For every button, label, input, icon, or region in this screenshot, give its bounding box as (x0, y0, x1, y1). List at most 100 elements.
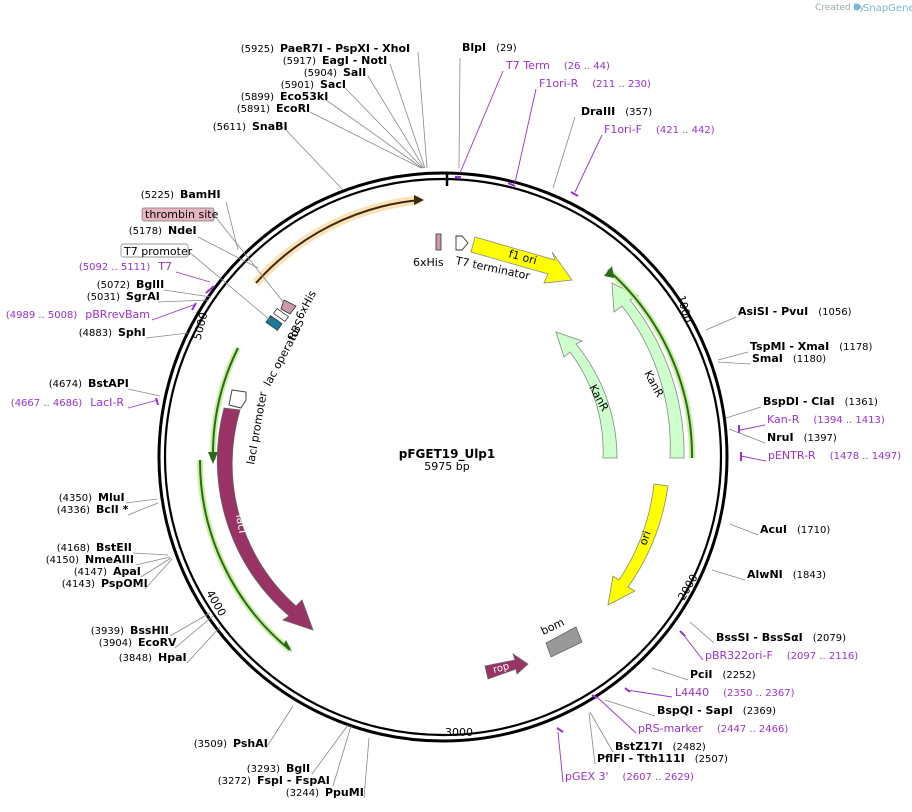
enzyme-site[interactable]: (4883)SphI (79, 326, 146, 339)
enzyme-site[interactable]: (5925)PaeR7I - PspXI - XhoI (241, 42, 410, 55)
enzyme-position: (3848) (119, 653, 152, 664)
enzyme-site[interactable]: (4150)NmeAIII (46, 553, 134, 566)
enzyme-name: NruI (767, 431, 794, 444)
enzyme-site[interactable]: BspDI - ClaI(1361) (763, 395, 878, 408)
enzyme-site[interactable]: (5225)BamHI (141, 188, 221, 201)
enzyme-site[interactable]: BstZ17I(2482) (615, 740, 706, 753)
enzyme-site[interactable]: (5031)SgrAI (87, 290, 160, 303)
enzyme-position: (2252) (722, 670, 755, 681)
enzyme-name: BglI (286, 762, 310, 775)
primer-site[interactable]: pBR322ori-F(2097 .. 2116) (705, 649, 858, 662)
primer-site[interactable]: LacI-R(4667 .. 4686) (11, 396, 125, 409)
enzyme-site[interactable]: BssSI - BssSαI(2079) (716, 631, 846, 644)
enzyme-position: (1180) (793, 354, 826, 365)
primer-site[interactable]: pBRrevBam(4989 .. 5008) (6, 308, 150, 321)
feature-rop[interactable] (484, 653, 529, 680)
enzyme-site[interactable]: (5917)EagI - NotI (283, 54, 388, 67)
enzyme-name: BclI * (96, 503, 129, 516)
primer-site[interactable]: F1ori-F(421 .. 442) (604, 123, 715, 136)
enzyme-site[interactable]: (3509)PshAI (194, 737, 268, 750)
primer-site[interactable]: F1ori-R(211 .. 230) (539, 77, 651, 90)
feature-bom[interactable] (545, 626, 583, 658)
credit-text: Created by (815, 3, 865, 13)
enzyme-position: (4350) (59, 493, 92, 504)
enzyme-name: MluI (98, 491, 125, 504)
enzyme-position: (1843) (793, 570, 826, 581)
enzyme-position: (3272) (218, 776, 251, 787)
enzyme-name: DraIII (581, 105, 615, 118)
enzyme-position: (5917) (283, 56, 316, 67)
primer-range: (2607 .. 2629) (623, 772, 695, 783)
enzyme-site[interactable]: BspQI - SapI(2369) (657, 704, 776, 717)
enzyme-site[interactable]: (5891)EcoRI (237, 102, 310, 115)
enzyme-site[interactable]: DraIII(357) (581, 105, 652, 118)
enzyme-site[interactable]: (4168)BstEII (57, 541, 132, 554)
enzyme-site[interactable]: (5178)NdeI (129, 224, 197, 237)
primer-site[interactable]: T7 Term (26 .. 44) (505, 59, 610, 72)
enzyme-position: (5225) (141, 190, 174, 201)
enzyme-position: (4150) (46, 555, 79, 566)
primer-name: pENTR-R (768, 449, 816, 462)
feature-laci-promoter[interactable] (228, 389, 247, 409)
enzyme-site[interactable]: (3939)BssHII (91, 624, 169, 637)
feature-ori[interactable] (607, 483, 669, 606)
primer-site[interactable]: pRS-marker (2447 .. 2466) (638, 722, 788, 735)
primer-name: F1ori-F (604, 123, 642, 136)
primer-arc-bottom-head (284, 640, 292, 652)
enzyme-site[interactable]: (3293)BglI (247, 762, 310, 775)
feature-label-laci-promoter: lacI promoter (244, 390, 270, 465)
primer-site[interactable]: Kan-R(1394 .. 1413) (767, 413, 885, 426)
enzyme-site[interactable]: (3272)FspI - FspAI (218, 774, 330, 787)
feature-6xhis-top[interactable] (435, 233, 442, 251)
enzyme-name: TspMI - XmaI (750, 340, 829, 353)
feature-kanr-inner[interactable] (555, 331, 618, 459)
enzyme-site[interactable]: NruI(1397) (767, 431, 837, 444)
enzyme-position: (2507) (695, 754, 728, 765)
primer-range: (1478 .. 1497) (830, 451, 902, 462)
primer-range: (5092 .. 5111) (79, 262, 151, 273)
enzyme-site[interactable]: (4674)BstAPI (49, 377, 129, 390)
enzyme-site[interactable]: BlpI(29) (462, 41, 517, 54)
cds-arc-halo (252, 195, 421, 286)
enzyme-position: (5611) (213, 122, 246, 133)
enzyme-site[interactable]: (3904)EcoRV (99, 636, 177, 649)
enzyme-site[interactable]: AcuI(1710) (760, 523, 830, 536)
feature-t7-terminator[interactable] (455, 235, 469, 251)
enzyme-site[interactable]: (3848)HpaI (119, 651, 187, 664)
enzyme-position: (4674) (49, 379, 82, 390)
enzyme-site[interactable]: (5899)Eco53kI (241, 90, 329, 103)
primer-site[interactable]: pENTR-R (1478 .. 1497) (768, 449, 901, 462)
enzyme-site[interactable]: (5904)SalI (304, 66, 366, 79)
primer-name: pRS-marker (638, 722, 703, 735)
feature-rbs[interactable] (272, 307, 290, 323)
feature-kanr-outer[interactable] (611, 282, 685, 459)
primer-site[interactable]: L4440(2350 .. 2367) (675, 686, 795, 699)
enzyme-site[interactable]: (4143)PspOMI (62, 577, 148, 590)
enzyme-site[interactable]: PflFI - Tth111I(2507) (597, 752, 728, 765)
enzyme-site[interactable]: (4147)ApaI (74, 565, 141, 578)
feature-f1-ori[interactable] (470, 236, 573, 284)
primer-range: (2447 .. 2466) (717, 724, 789, 735)
enzyme-site[interactable]: (5901)SacI (281, 78, 346, 91)
primer-range: (26 .. 44) (564, 61, 610, 72)
primer-name: T7 Term (505, 59, 550, 72)
enzyme-site[interactable]: PciI(2252) (690, 668, 756, 681)
enzyme-site[interactable]: SmaI(1180) (752, 352, 826, 365)
enzyme-position: (4143) (62, 579, 95, 590)
primer-site[interactable]: T7(5092 .. 5111) (79, 260, 172, 273)
enzyme-position: (2079) (813, 633, 846, 644)
feature-laci[interactable] (216, 407, 314, 631)
enzyme-site[interactable]: AsiSI - PvuI(1056) (738, 305, 852, 318)
enzyme-name: BglII (136, 278, 164, 291)
enzyme-site[interactable]: (4350) MluI (59, 491, 125, 504)
primer-site[interactable]: pGEX 3'(2607 .. 2629) (565, 770, 694, 783)
enzyme-name: SphI (118, 326, 146, 339)
feature-6xhis-left[interactable] (280, 299, 297, 315)
enzyme-site[interactable]: (5611)SnaBI (213, 120, 288, 133)
enzyme-site[interactable]: (5072)BglII (97, 278, 164, 291)
enzyme-site[interactable]: TspMI - XmaI(1178) (750, 340, 873, 353)
enzyme-site[interactable]: (3244)PpuMI (286, 786, 364, 799)
enzyme-position: (29) (496, 43, 517, 54)
enzyme-site[interactable]: AlwNI(1843) (747, 568, 826, 581)
enzyme-site[interactable]: (4336)BclI * (57, 503, 129, 516)
